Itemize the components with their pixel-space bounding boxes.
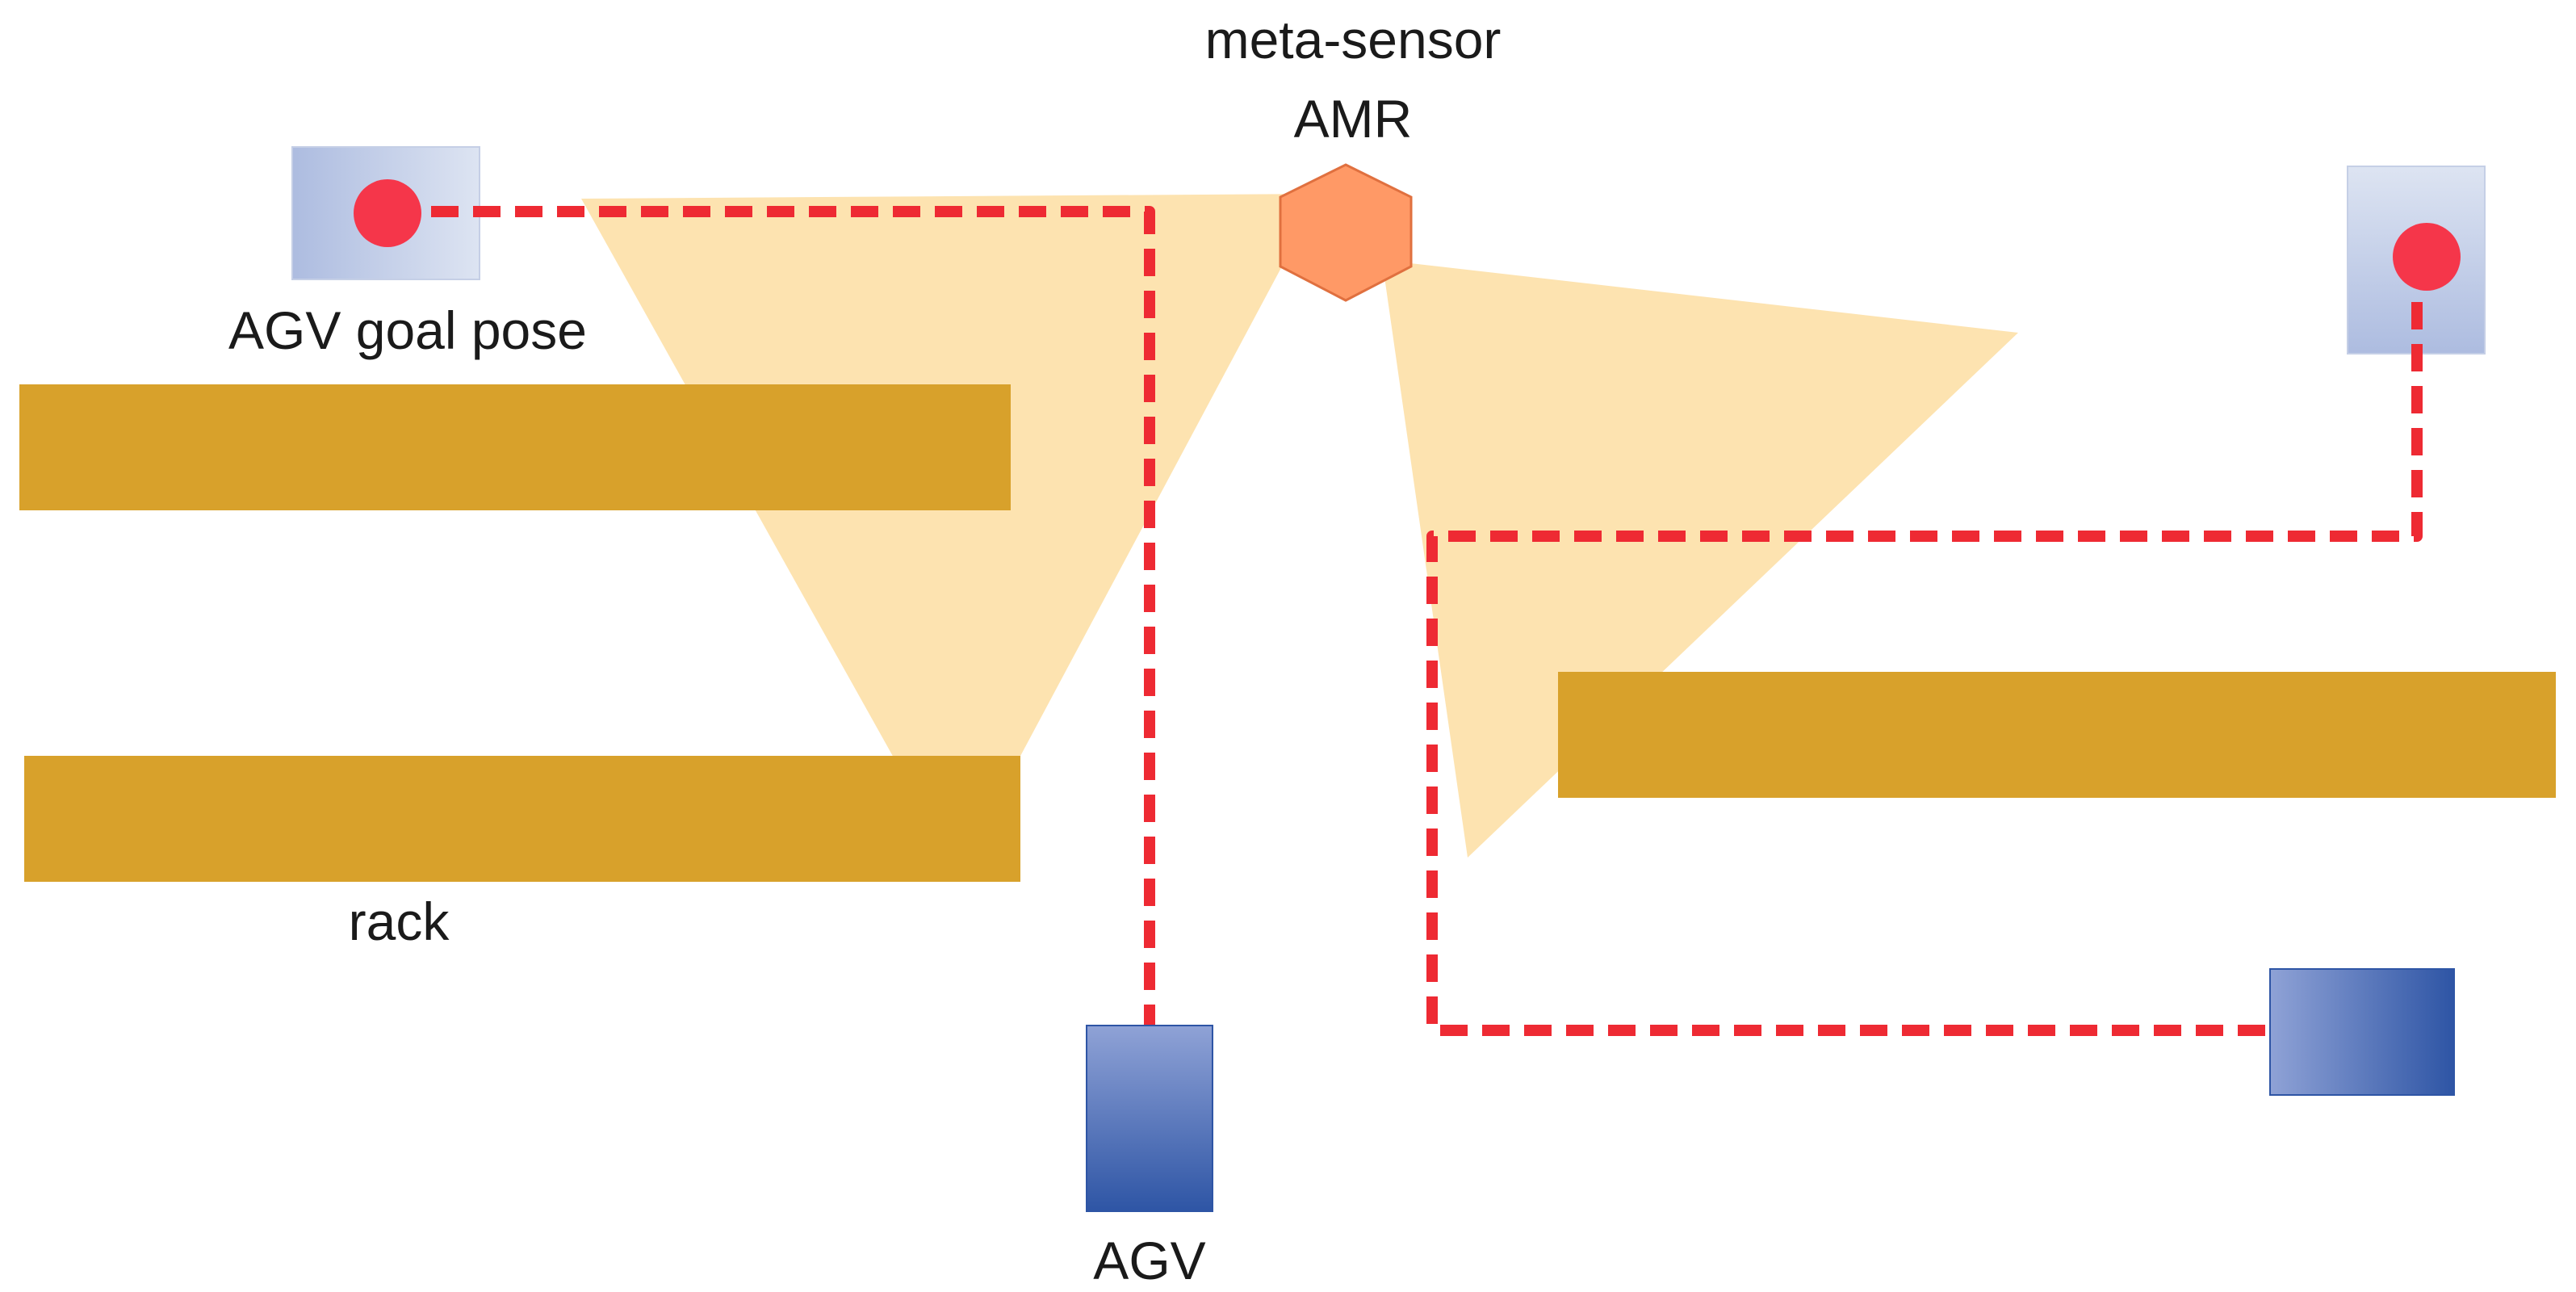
agv-goal-pose-label: AGV goal pose	[228, 300, 587, 360]
agv-path-left	[389, 206, 1155, 1026]
rack-right	[1558, 672, 2556, 798]
amr-label: AMR	[1294, 89, 1413, 149]
agv-vehicle-bottom	[1086, 1025, 1213, 1212]
rack-bottom-left	[24, 756, 1020, 882]
rack-top-left	[19, 384, 1011, 510]
rack-label: rack	[349, 891, 450, 951]
goal-pose-marker-right	[2393, 223, 2461, 291]
agv-label: AGV	[1093, 1231, 1205, 1290]
agv-path-right	[1426, 302, 2423, 1036]
agv-vehicle-right	[2269, 968, 2455, 1096]
meta-sensor-label: meta-sensor	[1205, 10, 1502, 69]
goal-pose-marker-left	[354, 179, 421, 247]
amr-hexagon-icon	[1279, 163, 1413, 302]
sensor-fov-right	[1382, 260, 2018, 858]
